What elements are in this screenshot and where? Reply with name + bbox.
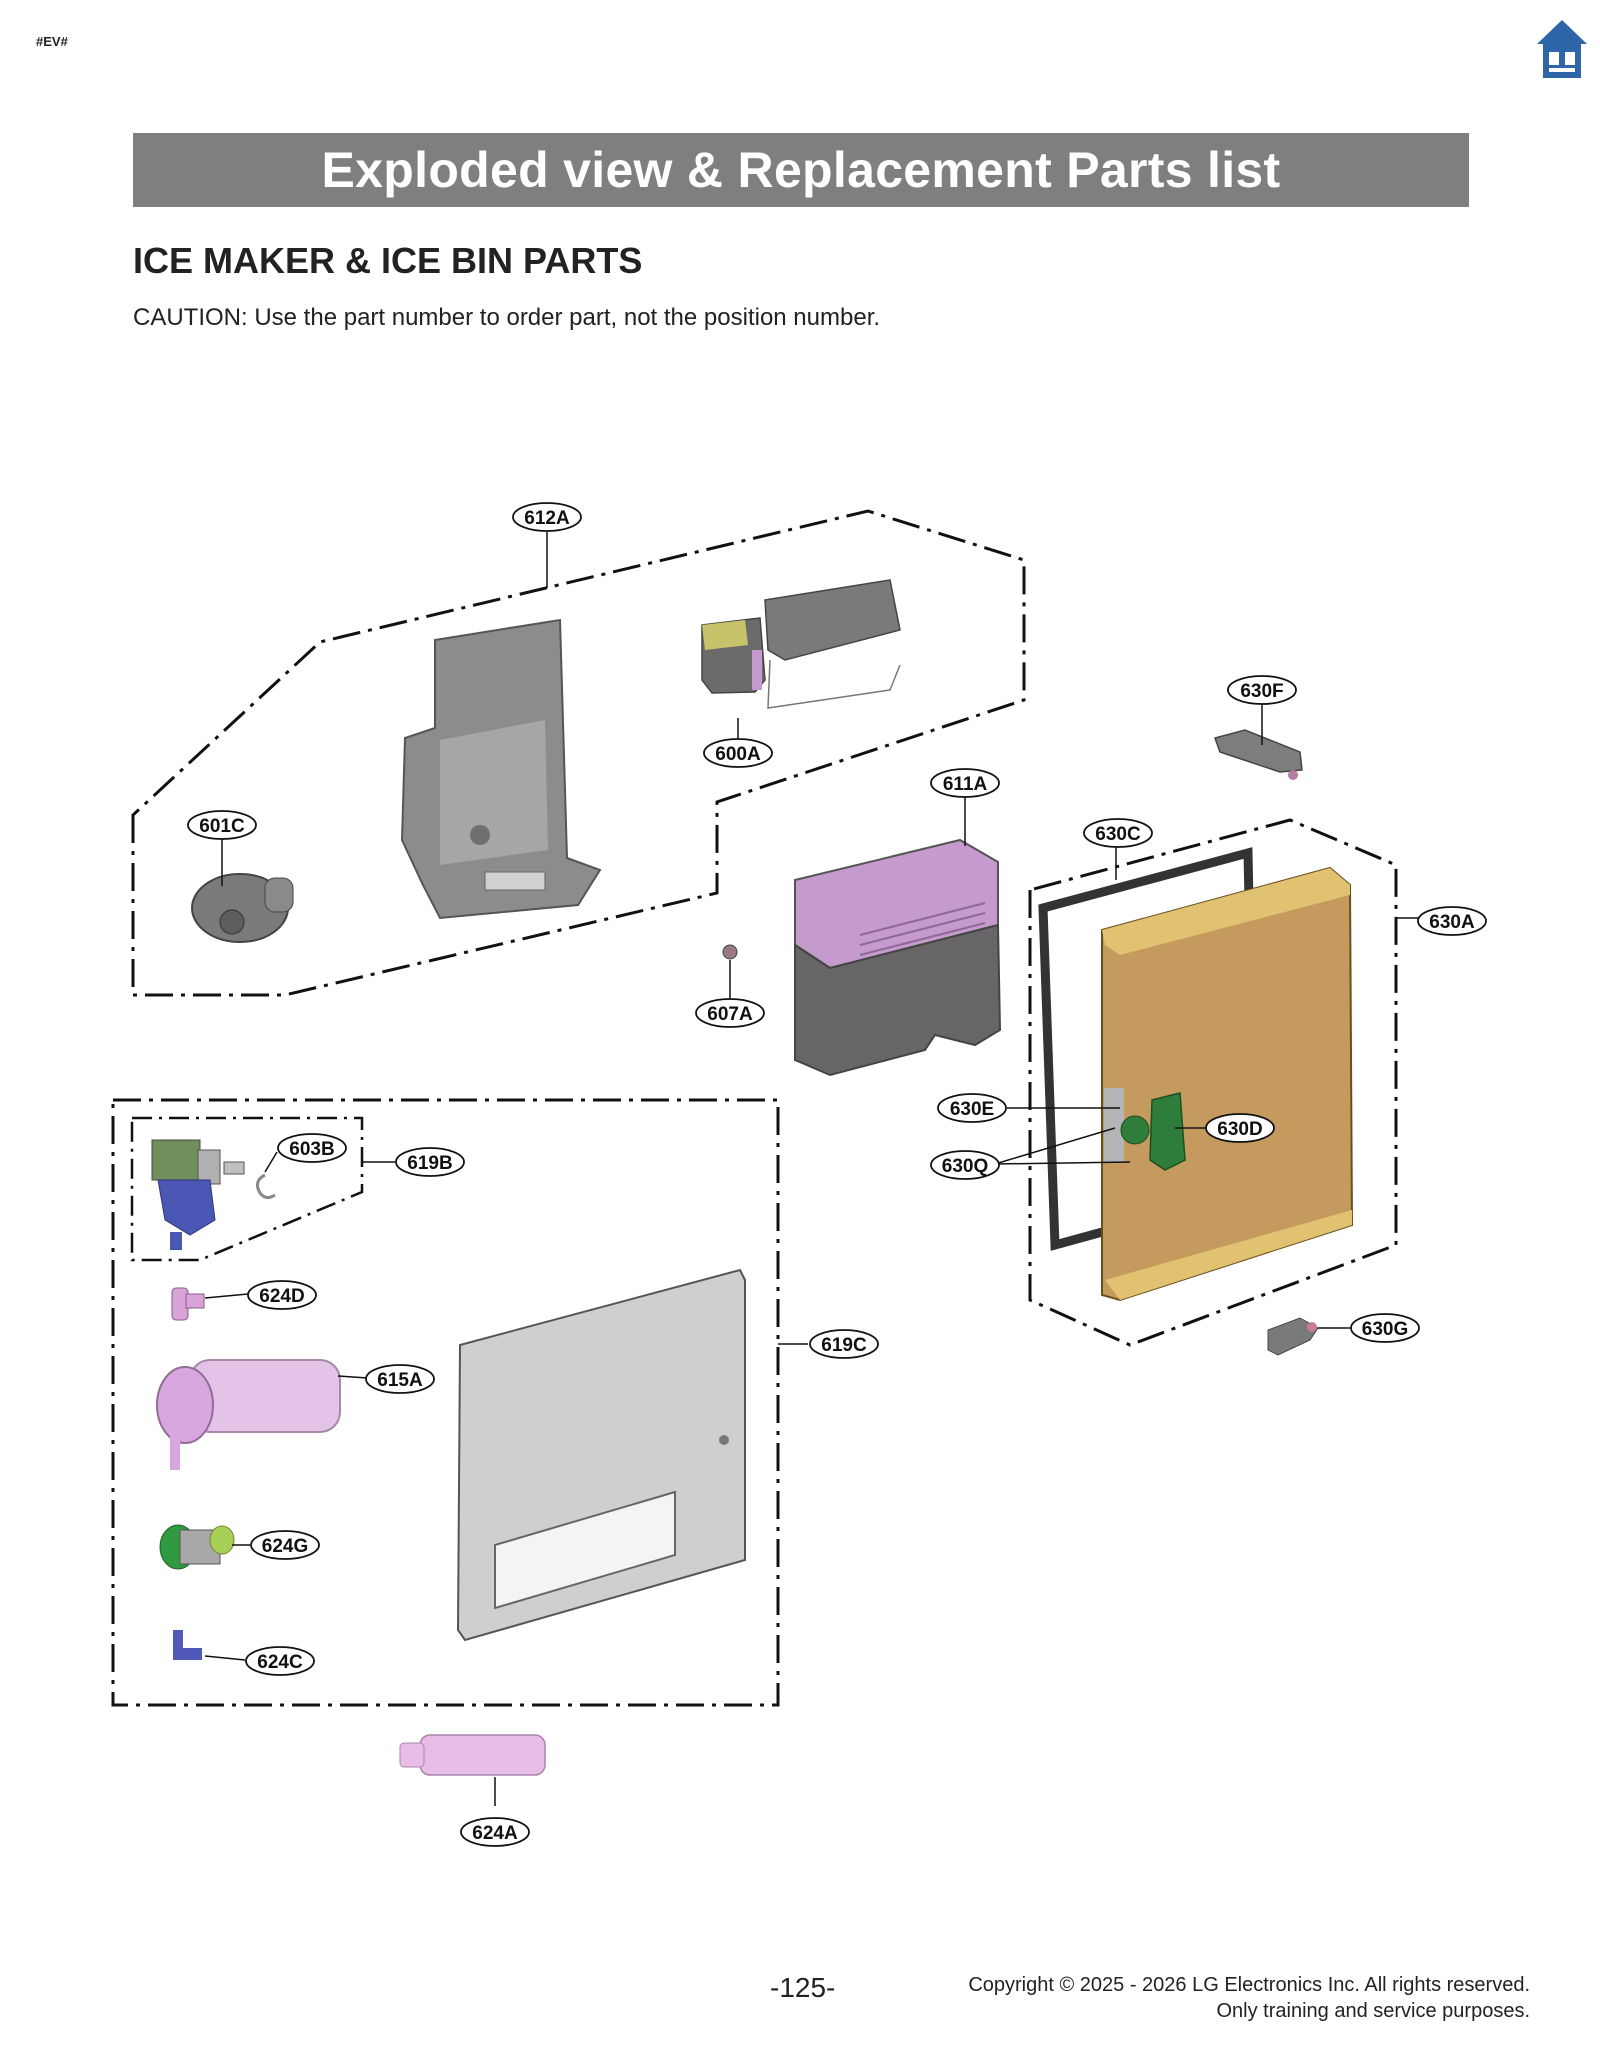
- callout-624C: 624C: [245, 1646, 315, 1676]
- callout-630Q: 630Q: [930, 1150, 1000, 1180]
- callout-label: 600A: [715, 744, 761, 765]
- callout-label: 611A: [943, 774, 988, 795]
- connector-624G-part: [159, 1524, 235, 1570]
- callout-630E: 630E: [937, 1093, 1007, 1123]
- callout-label: 615A: [377, 1370, 423, 1391]
- group-outline-612A: [131, 509, 1026, 997]
- group-outline-630A: [1028, 818, 1398, 1347]
- callout-label: 624G: [262, 1536, 308, 1557]
- group-outline-619C: [111, 1098, 780, 1707]
- copyright-notice: Copyright © 2025 - 2026 LG Electronics I…: [968, 1972, 1530, 2024]
- callout-630A: 630A: [1417, 906, 1487, 936]
- group-outline-619B: [130, 1116, 364, 1262]
- page-banner: Exploded view & Replacement Parts list: [133, 133, 1469, 207]
- callout-label: 624D: [259, 1286, 304, 1307]
- water-valve-part: [151, 1139, 245, 1250]
- callout-612A: 612A: [512, 502, 582, 532]
- document-tag: #EV#: [36, 34, 68, 49]
- callout-label: 619C: [821, 1335, 867, 1356]
- callout-label: 612A: [524, 508, 570, 529]
- callout-label: 624C: [257, 1652, 303, 1673]
- callout-624G: 624G: [250, 1530, 320, 1560]
- callout-630F: 630F: [1227, 675, 1297, 705]
- copyright-line: Copyright © 2025 - 2026 LG Electronics I…: [968, 1974, 1530, 1996]
- ice-maker-assembly-part: [701, 579, 901, 709]
- usage-line: Only training and service purposes.: [1216, 2000, 1531, 2022]
- callout-label: 630C: [1095, 824, 1141, 845]
- elbow-fitting-624D-part: [171, 1287, 205, 1321]
- ice-bin-door-part: [1101, 866, 1354, 1302]
- elbow-fitting-624C-part: [173, 1630, 202, 1660]
- callout-630G: 630G: [1350, 1313, 1420, 1343]
- callout-630D: 630D: [1205, 1113, 1275, 1143]
- callout-624D: 624D: [247, 1280, 317, 1310]
- water-filter-part: [156, 1359, 341, 1470]
- door-handle-part: [1120, 1092, 1186, 1171]
- caution-note: CAUTION: Use the part number to order pa…: [133, 304, 881, 331]
- bottom-hinge-part: [1267, 1317, 1319, 1356]
- callout-603B: 603B: [277, 1133, 347, 1163]
- callout-607A: 607A: [695, 998, 765, 1028]
- callout-label: 630F: [1240, 681, 1283, 702]
- top-hinge-part: [1214, 729, 1303, 780]
- screw-part: [722, 944, 738, 960]
- callout-label: 630A: [1429, 912, 1475, 933]
- callout-611A: 611A: [930, 768, 1000, 798]
- ice-bin-part: [794, 838, 1002, 1077]
- callout-label: 630Q: [942, 1156, 988, 1177]
- filter-bypass-plug-part: [399, 1734, 546, 1776]
- callout-label: 601C: [199, 816, 245, 837]
- ice-maker-bracket-part: [400, 618, 602, 920]
- callout-label: 630G: [1362, 1319, 1408, 1340]
- callout-600A: 600A: [703, 738, 773, 768]
- section-title: ICE MAKER & ICE BIN PARTS: [133, 240, 643, 281]
- home-icon[interactable]: [1535, 18, 1589, 80]
- callout-label: 630D: [1217, 1119, 1262, 1140]
- valve-clip-part: [255, 1173, 276, 1200]
- callout-624A: 624A: [460, 1817, 530, 1847]
- callout-619B: 619B: [395, 1147, 465, 1177]
- filter-cover-part: [456, 1268, 746, 1642]
- callout-label: 630E: [950, 1099, 994, 1120]
- callout-601C: 601C: [187, 810, 257, 840]
- callout-label: 619B: [407, 1153, 452, 1174]
- callout-label: 607A: [707, 1004, 753, 1025]
- page-number: -125-: [770, 1972, 836, 2003]
- callout-label: 603B: [289, 1139, 334, 1160]
- ice-maker-motor-part: [191, 873, 294, 943]
- callout-619C: 619C: [809, 1329, 879, 1359]
- callout-label: 624A: [472, 1823, 518, 1844]
- callout-615A: 615A: [365, 1364, 435, 1394]
- callout-630C: 630C: [1083, 818, 1153, 848]
